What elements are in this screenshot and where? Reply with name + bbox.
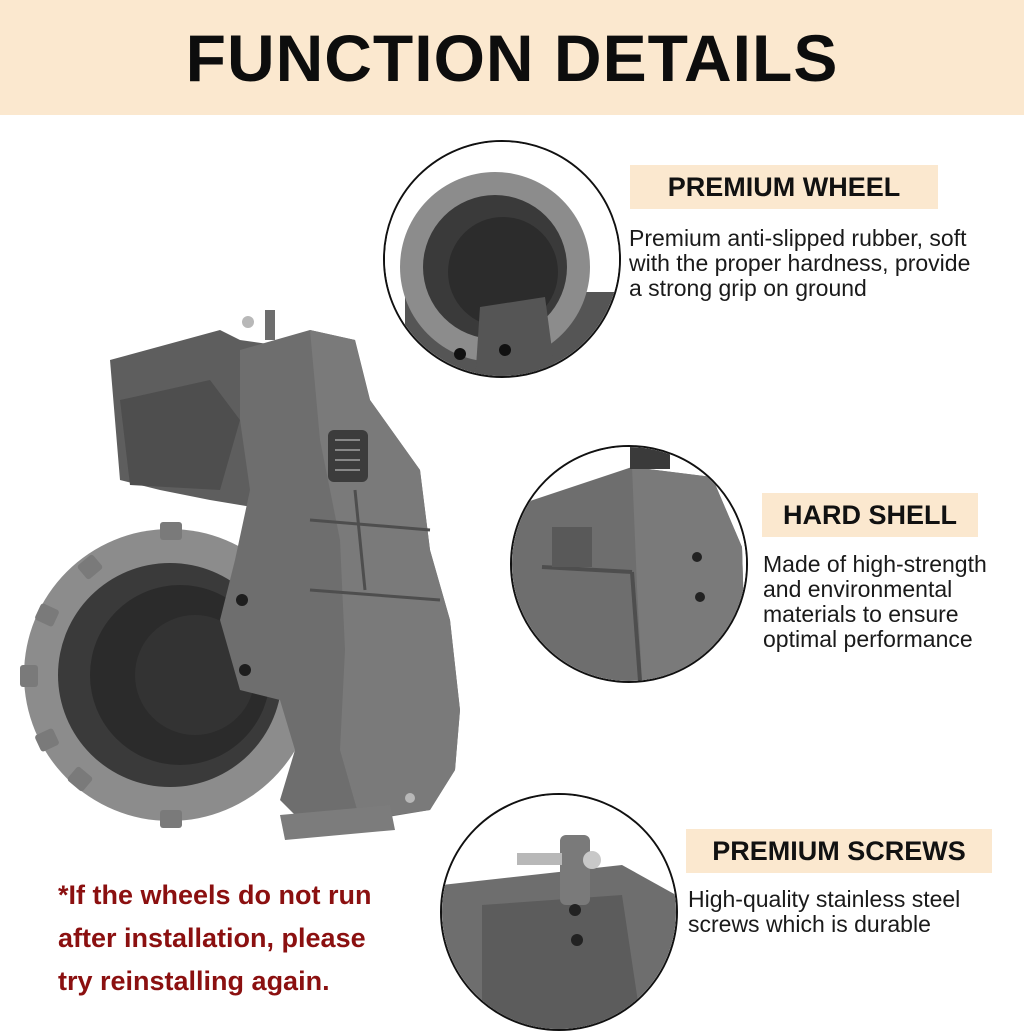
shell-detail-image (510, 445, 748, 683)
description-line: screws which is durable (688, 911, 931, 937)
installation-note: *If the wheels do not run after installa… (58, 874, 438, 1003)
note-line: after installation, please (58, 923, 366, 953)
feature-label-premium-wheel: PREMIUM WHEEL (630, 165, 938, 209)
note-line: try reinstalling again. (58, 966, 330, 996)
description-line: Premium anti-slipped rubber, soft (629, 225, 967, 251)
feature-description-premium-wheel: Premium anti-slipped rubber, soft with t… (629, 226, 970, 301)
header-banner: FUNCTION DETAILS (0, 0, 1024, 115)
wheel-detail-image (383, 140, 621, 378)
feature-description-premium-screws: High-quality stainless steel screws whic… (688, 887, 960, 937)
note-line: *If the wheels do not run (58, 880, 372, 910)
description-line: a strong grip on ground (629, 275, 867, 301)
description-line: and environmental (763, 576, 953, 602)
screws-detail-image (440, 793, 678, 1031)
description-line: High-quality stainless steel (688, 886, 961, 912)
feature-label-hard-shell: HARD SHELL (762, 493, 978, 537)
description-line: materials to ensure (763, 601, 959, 627)
description-line: with the proper hardness, provide (629, 250, 971, 276)
feature-description-hard-shell: Made of high-strength and environmental … (763, 552, 987, 652)
description-line: optimal performance (763, 626, 973, 652)
feature-label-premium-screws: PREMIUM SCREWS (686, 829, 992, 873)
description-line: Made of high-strength (763, 551, 987, 577)
page-title: FUNCTION DETAILS (185, 20, 839, 95)
wheel-module-image (10, 290, 480, 850)
